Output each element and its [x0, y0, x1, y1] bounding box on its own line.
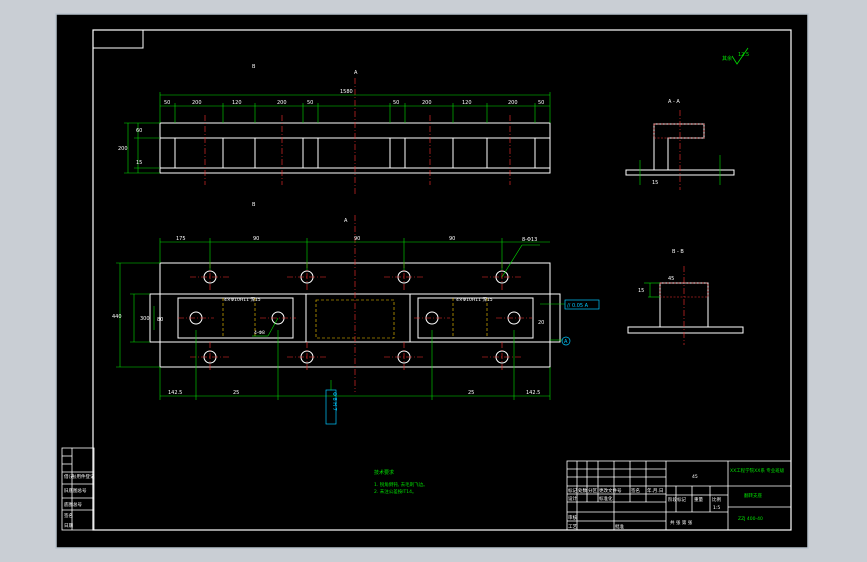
- top-view-dim-text: 175 90 90 90 8-Φ13 440 300 80 142.5 25 2…: [112, 236, 544, 396]
- drawing-border: [92, 29, 792, 531]
- roughness-symbol: 其余 12.5: [722, 47, 749, 65]
- svg-text:借(通)用件登记: 借(通)用件登记: [64, 473, 95, 480]
- svg-text:// 0.05 A: // 0.05 A: [567, 303, 589, 309]
- svg-text:其余: 其余: [722, 55, 732, 62]
- svg-text:年.月.日: 年.月.日: [647, 487, 663, 494]
- svg-text:175: 175: [176, 236, 186, 242]
- svg-text:标准化: 标准化: [599, 495, 613, 502]
- svg-text:200: 200: [508, 100, 518, 106]
- svg-text:签名: 签名: [631, 487, 640, 494]
- svg-text:设计: 设计: [568, 495, 577, 502]
- svg-text:200: 200: [118, 146, 128, 152]
- svg-text:50: 50: [164, 100, 170, 106]
- svg-text:440: 440: [112, 314, 122, 320]
- front-view-centerlines: [204, 78, 511, 195]
- svg-text:25: 25: [233, 390, 239, 396]
- svg-text:A - A: A - A: [668, 99, 680, 105]
- svg-text:80: 80: [157, 317, 163, 323]
- svg-text:ZZJ 400-40: ZZJ 400-40: [738, 516, 763, 522]
- svg-text:120: 120: [462, 100, 472, 106]
- svg-text:15: 15: [136, 160, 142, 166]
- svg-text:A: A: [354, 70, 358, 76]
- flatness-callout: // 0.05 A: [564, 299, 600, 310]
- svg-text:142.5: 142.5: [526, 390, 540, 396]
- title-block-text: 45 XX工程学院XX系 专业班级 翻转支座 ZZJ 400-40 1:5 标记…: [568, 467, 785, 530]
- tech-requirements: 技术要求 1. 锐角倒钝, 去毛刺飞边。 2. 未注公差按IT14。: [374, 469, 428, 495]
- svg-text:45: 45: [668, 276, 674, 282]
- svg-text:底图总号: 底图总号: [64, 501, 82, 508]
- svg-text:90: 90: [354, 236, 360, 242]
- svg-text:日期: 日期: [64, 523, 73, 529]
- svg-text:15: 15: [638, 288, 644, 294]
- left-strip-table: [61, 447, 95, 531]
- svg-text:8-Φ13: 8-Φ13: [522, 237, 537, 243]
- title-block: [566, 460, 792, 531]
- svg-text:4×Φ10H11 深15: 4×Φ10H11 深15: [224, 296, 261, 303]
- svg-text:共 张 第 张: 共 张 第 张: [670, 519, 693, 526]
- svg-text:15: 15: [652, 180, 658, 186]
- section-aa: A - A 15: [625, 99, 735, 190]
- svg-text:4×Φ10H11 深15: 4×Φ10H11 深15: [456, 296, 493, 303]
- svg-text:阶段标记: 阶段标记: [668, 496, 686, 503]
- svg-text:分区: 分区: [588, 487, 597, 494]
- svg-text:25: 25: [468, 390, 474, 396]
- svg-text:90: 90: [449, 236, 455, 242]
- svg-text:300: 300: [140, 316, 150, 322]
- corner-box: [92, 29, 144, 49]
- svg-text:1. 锐角倒钝, 去毛刺飞边。: 1. 锐角倒钝, 去毛刺飞边。: [374, 481, 428, 488]
- svg-text:标记: 标记: [568, 487, 577, 494]
- svg-text:200: 200: [277, 100, 287, 106]
- svg-text:A: A: [344, 218, 348, 224]
- svg-text:50: 50: [307, 100, 313, 106]
- svg-text:50: 50: [393, 100, 399, 106]
- svg-text:200: 200: [192, 100, 202, 106]
- svg-text:2. 未注公差按IT14。: 2. 未注公差按IT14。: [374, 488, 417, 495]
- svg-text:B: B: [252, 64, 256, 70]
- svg-text:45: 45: [692, 474, 698, 480]
- svg-text:Φ 8 H 7: Φ 8 H 7: [331, 392, 337, 411]
- front-view-dimensions: [124, 92, 551, 174]
- svg-text:60: 60: [136, 128, 142, 134]
- drawing-sheet: [55, 13, 809, 549]
- section-bb: B - B 45 15: [627, 249, 744, 345]
- datum-ref: A: [561, 336, 571, 346]
- svg-text:批准: 批准: [615, 523, 624, 530]
- vertical-note: Φ 8 H 7: [325, 380, 337, 425]
- svg-text:B - B: B - B: [672, 249, 684, 255]
- front-view-dim-text: 1580 50 200 120 200 50 50 200 120 200 50…: [118, 64, 544, 224]
- svg-text:XX工程学院XX系 专业班级: XX工程学院XX系 专业班级: [730, 467, 785, 474]
- svg-text:处数: 处数: [578, 487, 587, 494]
- svg-text:142.5: 142.5: [168, 390, 182, 396]
- svg-text:50: 50: [538, 100, 544, 106]
- svg-text:A: A: [564, 339, 568, 345]
- svg-text:90: 90: [253, 236, 259, 242]
- svg-text:1580: 1580: [340, 89, 353, 95]
- svg-text:20: 20: [538, 320, 544, 326]
- svg-text:技术要求: 技术要求: [374, 469, 394, 476]
- svg-text:翻转支座: 翻转支座: [744, 492, 762, 499]
- svg-text:120: 120: [232, 100, 242, 106]
- left-strip-text: 借(通)用件登记 旧底图总号 底图总号 签名 日期: [64, 473, 95, 529]
- svg-text:1:5: 1:5: [713, 505, 720, 511]
- svg-text:200: 200: [422, 100, 432, 106]
- svg-text:重量: 重量: [694, 496, 703, 503]
- svg-text:B: B: [252, 202, 256, 208]
- svg-text:工艺: 工艺: [568, 524, 577, 530]
- svg-text:更改文件号: 更改文件号: [599, 487, 622, 494]
- svg-text:签名: 签名: [64, 512, 73, 519]
- svg-text:旧底图总号: 旧底图总号: [64, 487, 87, 494]
- top-view-dimensions: [116, 238, 565, 400]
- svg-text:比例: 比例: [712, 496, 721, 503]
- svg-text:4-Φ8: 4-Φ8: [254, 330, 265, 336]
- svg-text:审核: 审核: [568, 514, 577, 521]
